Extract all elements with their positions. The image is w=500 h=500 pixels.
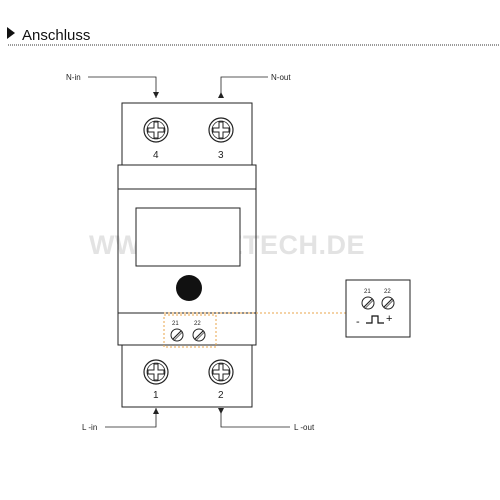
header-title: Anschluss: [22, 27, 90, 44]
terminal-screw-icon: [208, 359, 234, 385]
header-arrow-icon: [7, 27, 15, 39]
wire-n-in: N-in: [66, 73, 159, 98]
wire-label-l-in: L -in: [82, 423, 97, 432]
pulse-plus-sign: +: [386, 313, 392, 325]
aux-terminal-label-21: 21: [172, 321, 179, 327]
push-button: [176, 275, 202, 301]
pulse-box-screw-icon: [381, 296, 395, 310]
aux-screw-icon: [192, 328, 206, 342]
terminal-label-4: 4: [153, 150, 159, 161]
pulse-wave-icon: [366, 315, 384, 324]
pulse-box-label-22: 22: [384, 289, 391, 295]
terminal-screw-icon: [143, 117, 169, 143]
terminal-label-3: 3: [218, 150, 224, 161]
wire-label-l-out: L -out: [294, 423, 315, 432]
aux-screw-icon: [170, 328, 184, 342]
pulse-box-screw-icon: [361, 296, 375, 310]
pulse-terminal-highlight: [163, 314, 217, 348]
aux-terminal-label-22: 22: [194, 321, 201, 327]
din-rail-meter: [117, 102, 257, 408]
pulse-box-label-21: 21: [364, 289, 371, 295]
wire-label-n-out: N-out: [271, 73, 291, 82]
pulse-output-box: [345, 279, 411, 338]
lcd-display: [135, 207, 241, 267]
terminal-screw-icon: [143, 359, 169, 385]
wire-n-out: N-out: [218, 73, 291, 98]
wire-label-n-in: N-in: [66, 73, 81, 82]
wire-l-out: L -out: [218, 408, 315, 432]
pulse-minus-sign: -: [356, 316, 360, 328]
terminal-label-2: 2: [218, 390, 224, 401]
wire-l-in: L -in: [82, 408, 159, 432]
terminal-label-1: 1: [153, 390, 159, 401]
terminal-screw-icon: [208, 117, 234, 143]
